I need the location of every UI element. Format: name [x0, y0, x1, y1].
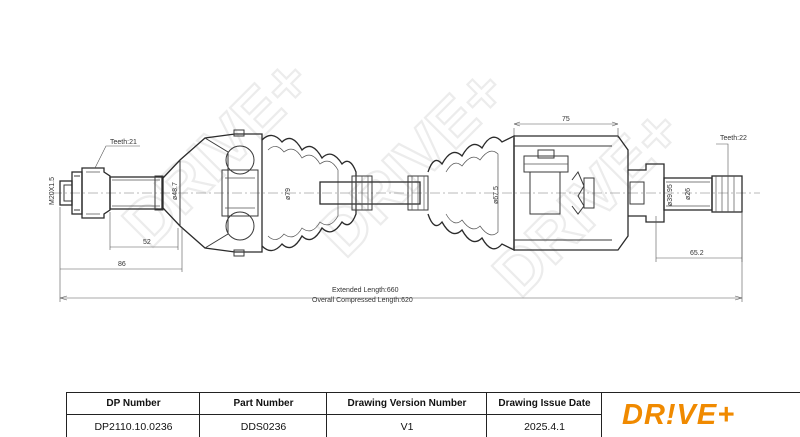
dim-extended-length: Extended Length:660 — [332, 287, 399, 294]
dim-compressed-length: Overall Compressed Length:620 — [312, 297, 413, 304]
thread-label: M20X1.5 — [49, 177, 56, 205]
dimension-lines — [59, 121, 743, 302]
value-part-number: DDS0236 — [240, 421, 287, 433]
header-part-number: Part Number — [233, 398, 294, 409]
value-issue-date: 2025.4.1 — [524, 421, 565, 433]
main-shaft — [319, 175, 429, 211]
dim-86: 86 — [118, 261, 126, 268]
right-teeth-label: Teeth:22 — [720, 135, 747, 142]
dim-d79: ø79 — [285, 188, 292, 200]
title-cell-version: Drawing Version Number V1 — [326, 393, 487, 437]
header-version: Drawing Version Number — [347, 398, 467, 409]
outer-cv-joint — [162, 129, 263, 257]
title-cell-dp-number: DP Number DP2110.10.0236 — [66, 393, 200, 437]
value-dp-number: DP2110.10.0236 — [94, 421, 173, 433]
watermark-text-1: DRIVE+ — [109, 44, 325, 260]
right-stub-shaft — [663, 143, 743, 213]
dim-d67-5: ø67.5 — [493, 186, 500, 204]
dim-65-2: 65.2 — [690, 250, 704, 257]
title-cell-part-number: Part Number DDS0236 — [199, 393, 327, 437]
title-cell-logo — [601, 393, 800, 437]
drive-logo: DR!VE+ — [622, 399, 736, 431]
header-issue-date: Drawing Issue Date — [498, 398, 591, 409]
header-dp-number: DP Number — [106, 398, 161, 409]
dim-d48-7: ø48.7 — [172, 182, 179, 200]
title-block: DP Number DP2110.10.0236 Part Number DDS… — [66, 392, 800, 437]
watermark-text-3: DRIVE+ — [479, 94, 695, 310]
dim-d39-95: ø39.95 — [667, 184, 674, 206]
title-cell-issue-date: Drawing Issue Date 2025.4.1 — [486, 393, 602, 437]
dim-75: 75 — [562, 116, 570, 123]
dim-52: 52 — [143, 239, 151, 246]
value-version: V1 — [400, 421, 414, 433]
dim-d26: ø26 — [685, 188, 692, 200]
watermark: DRIVE+ DRIVE+ DRIVE+ — [108, 43, 696, 311]
title-block-divider — [66, 414, 601, 415]
left-teeth-label: Teeth:21 — [110, 139, 137, 146]
watermark-text-2: DRIVE+ — [304, 54, 520, 270]
